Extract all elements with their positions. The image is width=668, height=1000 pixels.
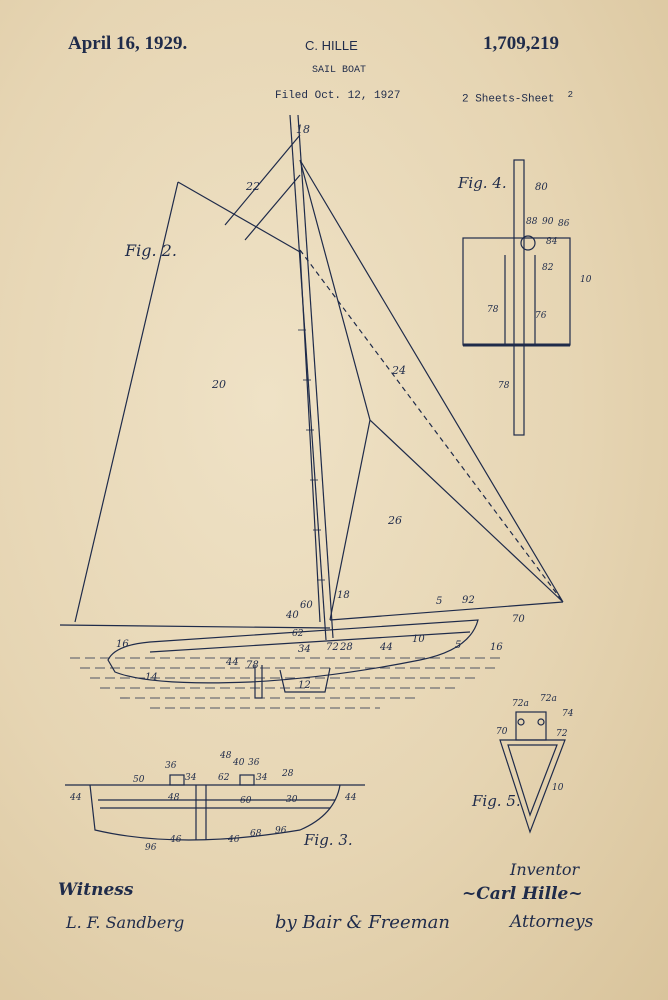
- ref-24: 24: [391, 364, 406, 377]
- ref-60: 60: [300, 600, 313, 611]
- boom: [59, 624, 331, 629]
- patent-title: SAIL BOAT: [312, 65, 367, 76]
- ref-40: 40: [232, 758, 245, 768]
- gaff: [177, 181, 301, 253]
- ref-30: 30: [286, 795, 298, 805]
- ref-92: 92: [462, 595, 475, 606]
- sheet-number: 2: [567, 90, 574, 100]
- ref-96b: 96: [275, 826, 287, 836]
- fig4-label: Fig. 4.: [457, 174, 507, 192]
- ref-62: 62: [292, 629, 304, 639]
- witness-label: Witness: [58, 880, 134, 900]
- patent-number: 1,709,219: [483, 33, 559, 54]
- ref-34b: 34: [256, 773, 268, 783]
- ref-72a-2: 72a: [540, 694, 557, 704]
- fig2-label: Fig. 2.: [124, 241, 177, 260]
- ref-36a: 36: [165, 761, 177, 771]
- jib: [299, 159, 564, 621]
- mast-hoops: [298, 329, 325, 581]
- ref-5a: 5: [436, 596, 442, 607]
- ref-10: 10: [412, 634, 425, 645]
- patent-date: April 16, 1929.: [68, 33, 188, 54]
- ref-80: 80: [535, 182, 548, 193]
- filed-date: Filed Oct. 12, 1927: [275, 90, 401, 102]
- ref-36b: 36: [248, 758, 260, 768]
- ref-18a: 18: [296, 123, 310, 136]
- ref-28: 28: [339, 642, 353, 653]
- sheet-info: 2 Sheets-Sheet 2: [462, 90, 573, 106]
- fig4-detail: Fig. 4. 80 88 90 86 84 82 10 78 76 78: [457, 159, 592, 436]
- ref-14: 14: [145, 672, 158, 683]
- inventor-label: Inventor: [510, 860, 580, 879]
- mainsail: [74, 181, 321, 623]
- ref-20: 20: [211, 378, 226, 391]
- ref-44b: 44: [344, 793, 357, 803]
- ref-78-f4b: 78: [498, 381, 510, 391]
- jib-dash: [299, 249, 564, 603]
- bowsprit: [329, 601, 564, 621]
- ref-34: 34: [298, 644, 311, 655]
- ref-26: 26: [387, 514, 402, 527]
- fig5-label: Fig. 5.: [471, 792, 521, 810]
- witness-signature: L. F. Sandberg: [66, 913, 185, 932]
- ref-90: 90: [542, 217, 554, 227]
- ref-72a-1: 72a: [512, 699, 529, 709]
- ref-72: 72: [556, 729, 568, 739]
- ref-10-f4: 10: [580, 275, 592, 285]
- ref-60: 60: [240, 796, 252, 806]
- ref-44a: 44: [225, 657, 239, 668]
- hull: [107, 619, 479, 684]
- ref-48b: 48: [167, 793, 180, 803]
- mast: [289, 114, 327, 641]
- ref-46a: 46: [169, 835, 182, 845]
- ref-84: 84: [546, 237, 558, 247]
- ref-40: 40: [285, 610, 299, 621]
- ref-76: 76: [535, 311, 547, 321]
- ref-96a: 96: [145, 843, 157, 853]
- inventor-name: C. HILLE: [305, 38, 358, 53]
- ref-78: 78: [246, 660, 259, 671]
- attorneys-signature: by Bair & Freeman: [275, 912, 450, 933]
- ref-46b: 46: [227, 835, 240, 845]
- fig3-label: Fig. 3.: [303, 831, 353, 849]
- ref-28: 28: [281, 769, 294, 779]
- ref-72: 72: [326, 642, 339, 653]
- gaff-topsail: [224, 134, 301, 241]
- ref-22: 22: [245, 180, 260, 193]
- ref-48a: 48: [219, 751, 232, 761]
- ref-74: 74: [562, 709, 574, 719]
- fig2-sailboat: 18 22 20 24 26 18 40 60 62 34 72 28 10 5…: [59, 114, 564, 709]
- ref-62: 62: [218, 773, 230, 783]
- ref-86: 86: [558, 219, 570, 229]
- ref-82: 82: [542, 263, 554, 273]
- fig5-keel-section: Fig. 5. 72a 72a 74 70 72 10: [471, 694, 574, 834]
- ref-16b: 16: [490, 642, 503, 653]
- attorneys-label: Attorneys: [510, 912, 594, 932]
- ref-34a: 34: [185, 773, 197, 783]
- ref-88: 88: [526, 217, 538, 227]
- sheets-label: 2 Sheets-Sheet: [462, 93, 555, 106]
- ref-70: 70: [512, 614, 525, 625]
- fig3-section: Fig. 3. 36 48 40 36 50 34 62 34 28 48 60…: [65, 751, 365, 853]
- ref-12: 12: [298, 680, 311, 691]
- ref-5b: 5: [455, 640, 461, 651]
- ref-78-f4a: 78: [487, 305, 499, 315]
- ref-16a: 16: [116, 639, 129, 650]
- ref-44b: 44: [379, 642, 393, 653]
- ref-50: 50: [133, 775, 145, 785]
- ref-44a: 44: [69, 793, 82, 803]
- water-lines: [70, 657, 500, 709]
- ref-10: 10: [552, 783, 564, 793]
- inventor-signature: ~Carl Hille~: [462, 884, 583, 904]
- ref-70: 70: [496, 727, 508, 737]
- ref-18b: 18: [337, 590, 350, 601]
- ref-68: 68: [250, 829, 262, 839]
